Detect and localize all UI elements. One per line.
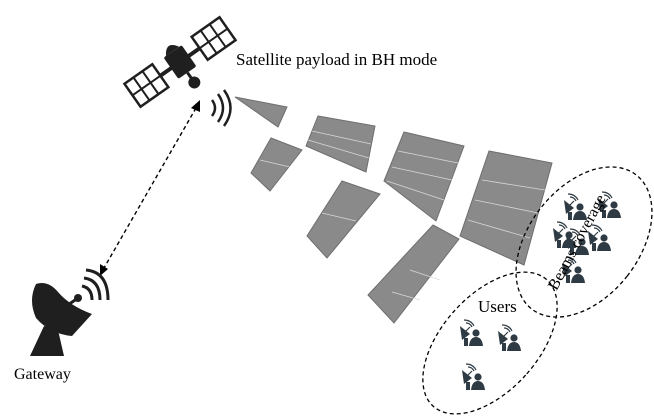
satellite-icon (122, 15, 238, 127)
satellite-label: Satellite payload in BH mode (236, 50, 438, 69)
beams-coverage-ellipse (515, 166, 653, 318)
beam-5 (383, 131, 465, 222)
beam-4 (306, 180, 381, 259)
satellite-dish-icon (30, 268, 110, 356)
beam-6 (367, 224, 460, 324)
beam-1 (234, 96, 288, 128)
users-label: Users (478, 297, 517, 316)
beam-7 (459, 150, 553, 266)
feeder-link-arrow (100, 100, 200, 276)
user-terminal-icon (461, 363, 486, 391)
beam-3 (305, 115, 376, 173)
beam-2 (250, 137, 303, 192)
beams (234, 96, 553, 324)
user-terminal-icon (497, 324, 522, 352)
user-terminal-icon (459, 319, 484, 347)
gateway-label: Gateway (14, 366, 71, 383)
